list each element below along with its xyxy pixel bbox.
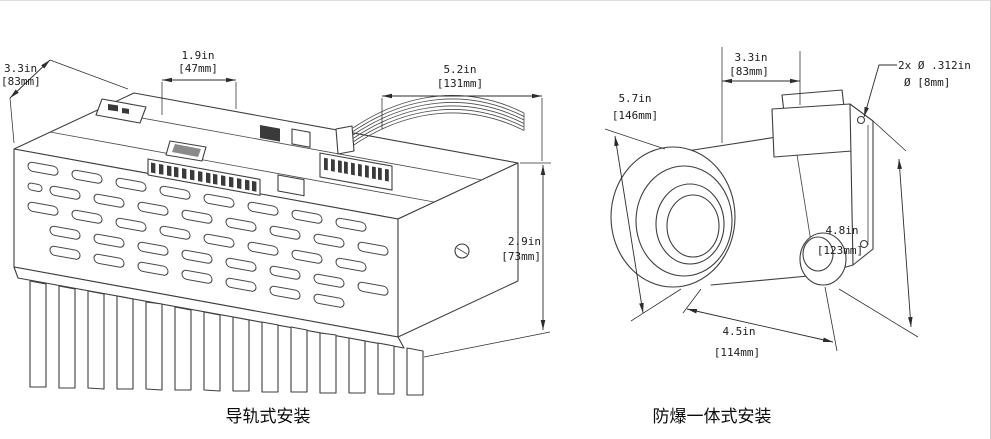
component-socket (291, 128, 311, 148)
dim-length-mm: [131mm] (437, 77, 483, 90)
terminal-strip (147, 158, 261, 196)
dim-lens-diameter: 5.7in [146mm] (604, 92, 682, 322)
dim-diameter-mm: [146mm] (612, 109, 658, 122)
dim-height: 2.9in [73mm] (423, 162, 551, 358)
dim-step: 1.9in [47mm] (161, 49, 237, 115)
top-connectors (95, 98, 393, 197)
lens-bore (655, 183, 725, 265)
component-chip (260, 125, 280, 142)
dim-holes-label: 2x Ø .312in (898, 59, 971, 72)
label-marks (108, 104, 129, 114)
mount-hole-top (856, 115, 866, 125)
dim-mount-holes: 2x Ø .312in Ø [8mm] (863, 59, 971, 118)
mount-hole-bottom (859, 239, 869, 249)
terminal-block (319, 152, 393, 191)
junction-block (771, 103, 853, 158)
dim-body-depth: 4.5in [114mm] (682, 286, 838, 359)
dim-height-inches: 2.9in (508, 235, 541, 248)
dim-bodyheight-inches: 4.8in (825, 224, 858, 237)
dim-length-inches: 5.2in (443, 63, 476, 76)
dim-depth-inches: 3.3in (4, 62, 37, 75)
dim-length: 5.2in [131mm] (381, 63, 543, 161)
rail-mount-drawing: 3.3in [83mm] 1.9in [47mm] 5.2in [131mm] … (1, 49, 551, 396)
usb-port-inner (172, 144, 201, 157)
dim-lens-length: 3.3in [83mm] (721, 47, 801, 143)
conduit-boss (799, 232, 847, 286)
dim-lens-inches: 3.3in (734, 51, 767, 64)
component-box (277, 174, 305, 197)
heatsink-fins (13, 266, 424, 396)
dim-lens-mm: [83mm] (729, 65, 769, 78)
dim-height-mm: [73mm] (501, 250, 541, 263)
dim-body-height: 4.8in [123mm] (817, 120, 919, 338)
dim-bodyheight-mm: [123mm] (817, 244, 863, 257)
dim-bodydepth-mm: [114mm] (714, 346, 760, 359)
dim-bodydepth-inches: 4.5in (722, 325, 755, 338)
dim-holes-dia: Ø [8mm] (904, 76, 950, 89)
dim-depth: 3.3in [83mm] (1, 59, 129, 144)
ribbon-connector (335, 125, 355, 155)
caption-explosionproof: 防爆一体式安装 (652, 407, 772, 427)
dim-diameter-inches: 5.7in (618, 92, 651, 105)
vent-slots (27, 161, 389, 308)
side-screw (454, 243, 470, 259)
dim-step-mm: [47mm] (178, 62, 218, 75)
explosionproof-drawing: 5.7in [146mm] 3.3in [83mm] 2x Ø .312in Ø… (604, 47, 971, 359)
dim-depth-mm: [83mm] (1, 75, 41, 88)
caption-rail-mount: 导轨式安装 (225, 407, 311, 427)
dim-step-inches: 1.9in (181, 49, 214, 62)
